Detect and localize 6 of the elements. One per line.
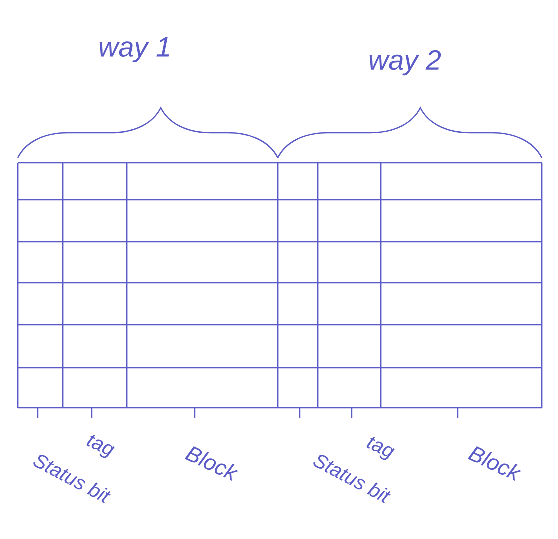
column-label: Block xyxy=(184,446,239,481)
column-label: Block xyxy=(468,446,522,481)
column-label: tag xyxy=(86,434,116,458)
column-label: tag xyxy=(366,436,396,460)
heading: way 2 xyxy=(370,50,442,76)
heading: way 1 xyxy=(100,37,170,63)
